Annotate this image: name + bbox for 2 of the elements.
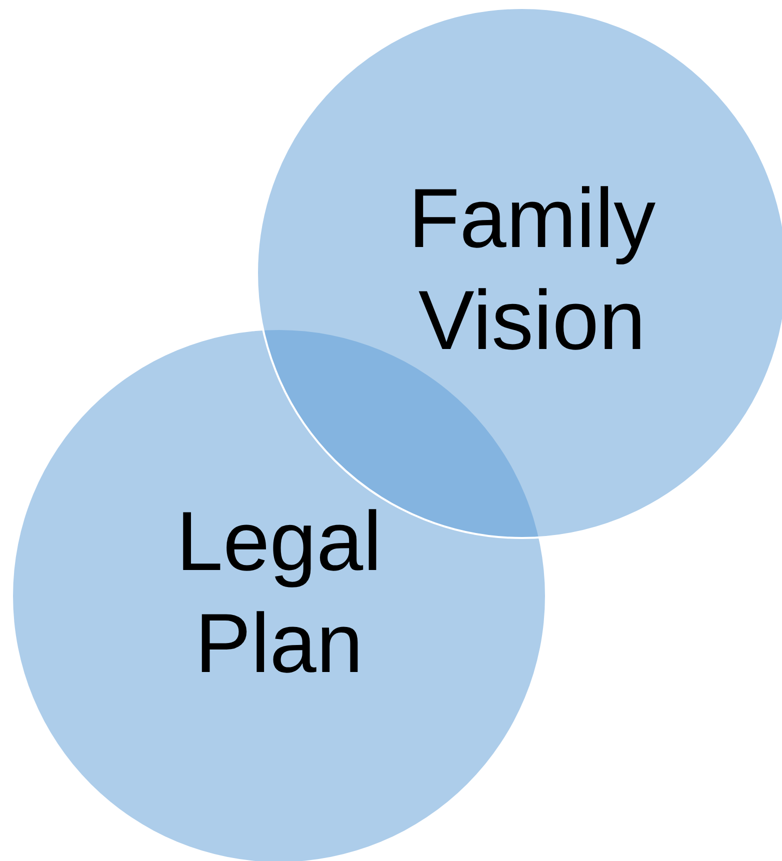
circle-label: Legal Plan — [175, 492, 383, 692]
circle-label: Family Vision — [407, 170, 657, 369]
